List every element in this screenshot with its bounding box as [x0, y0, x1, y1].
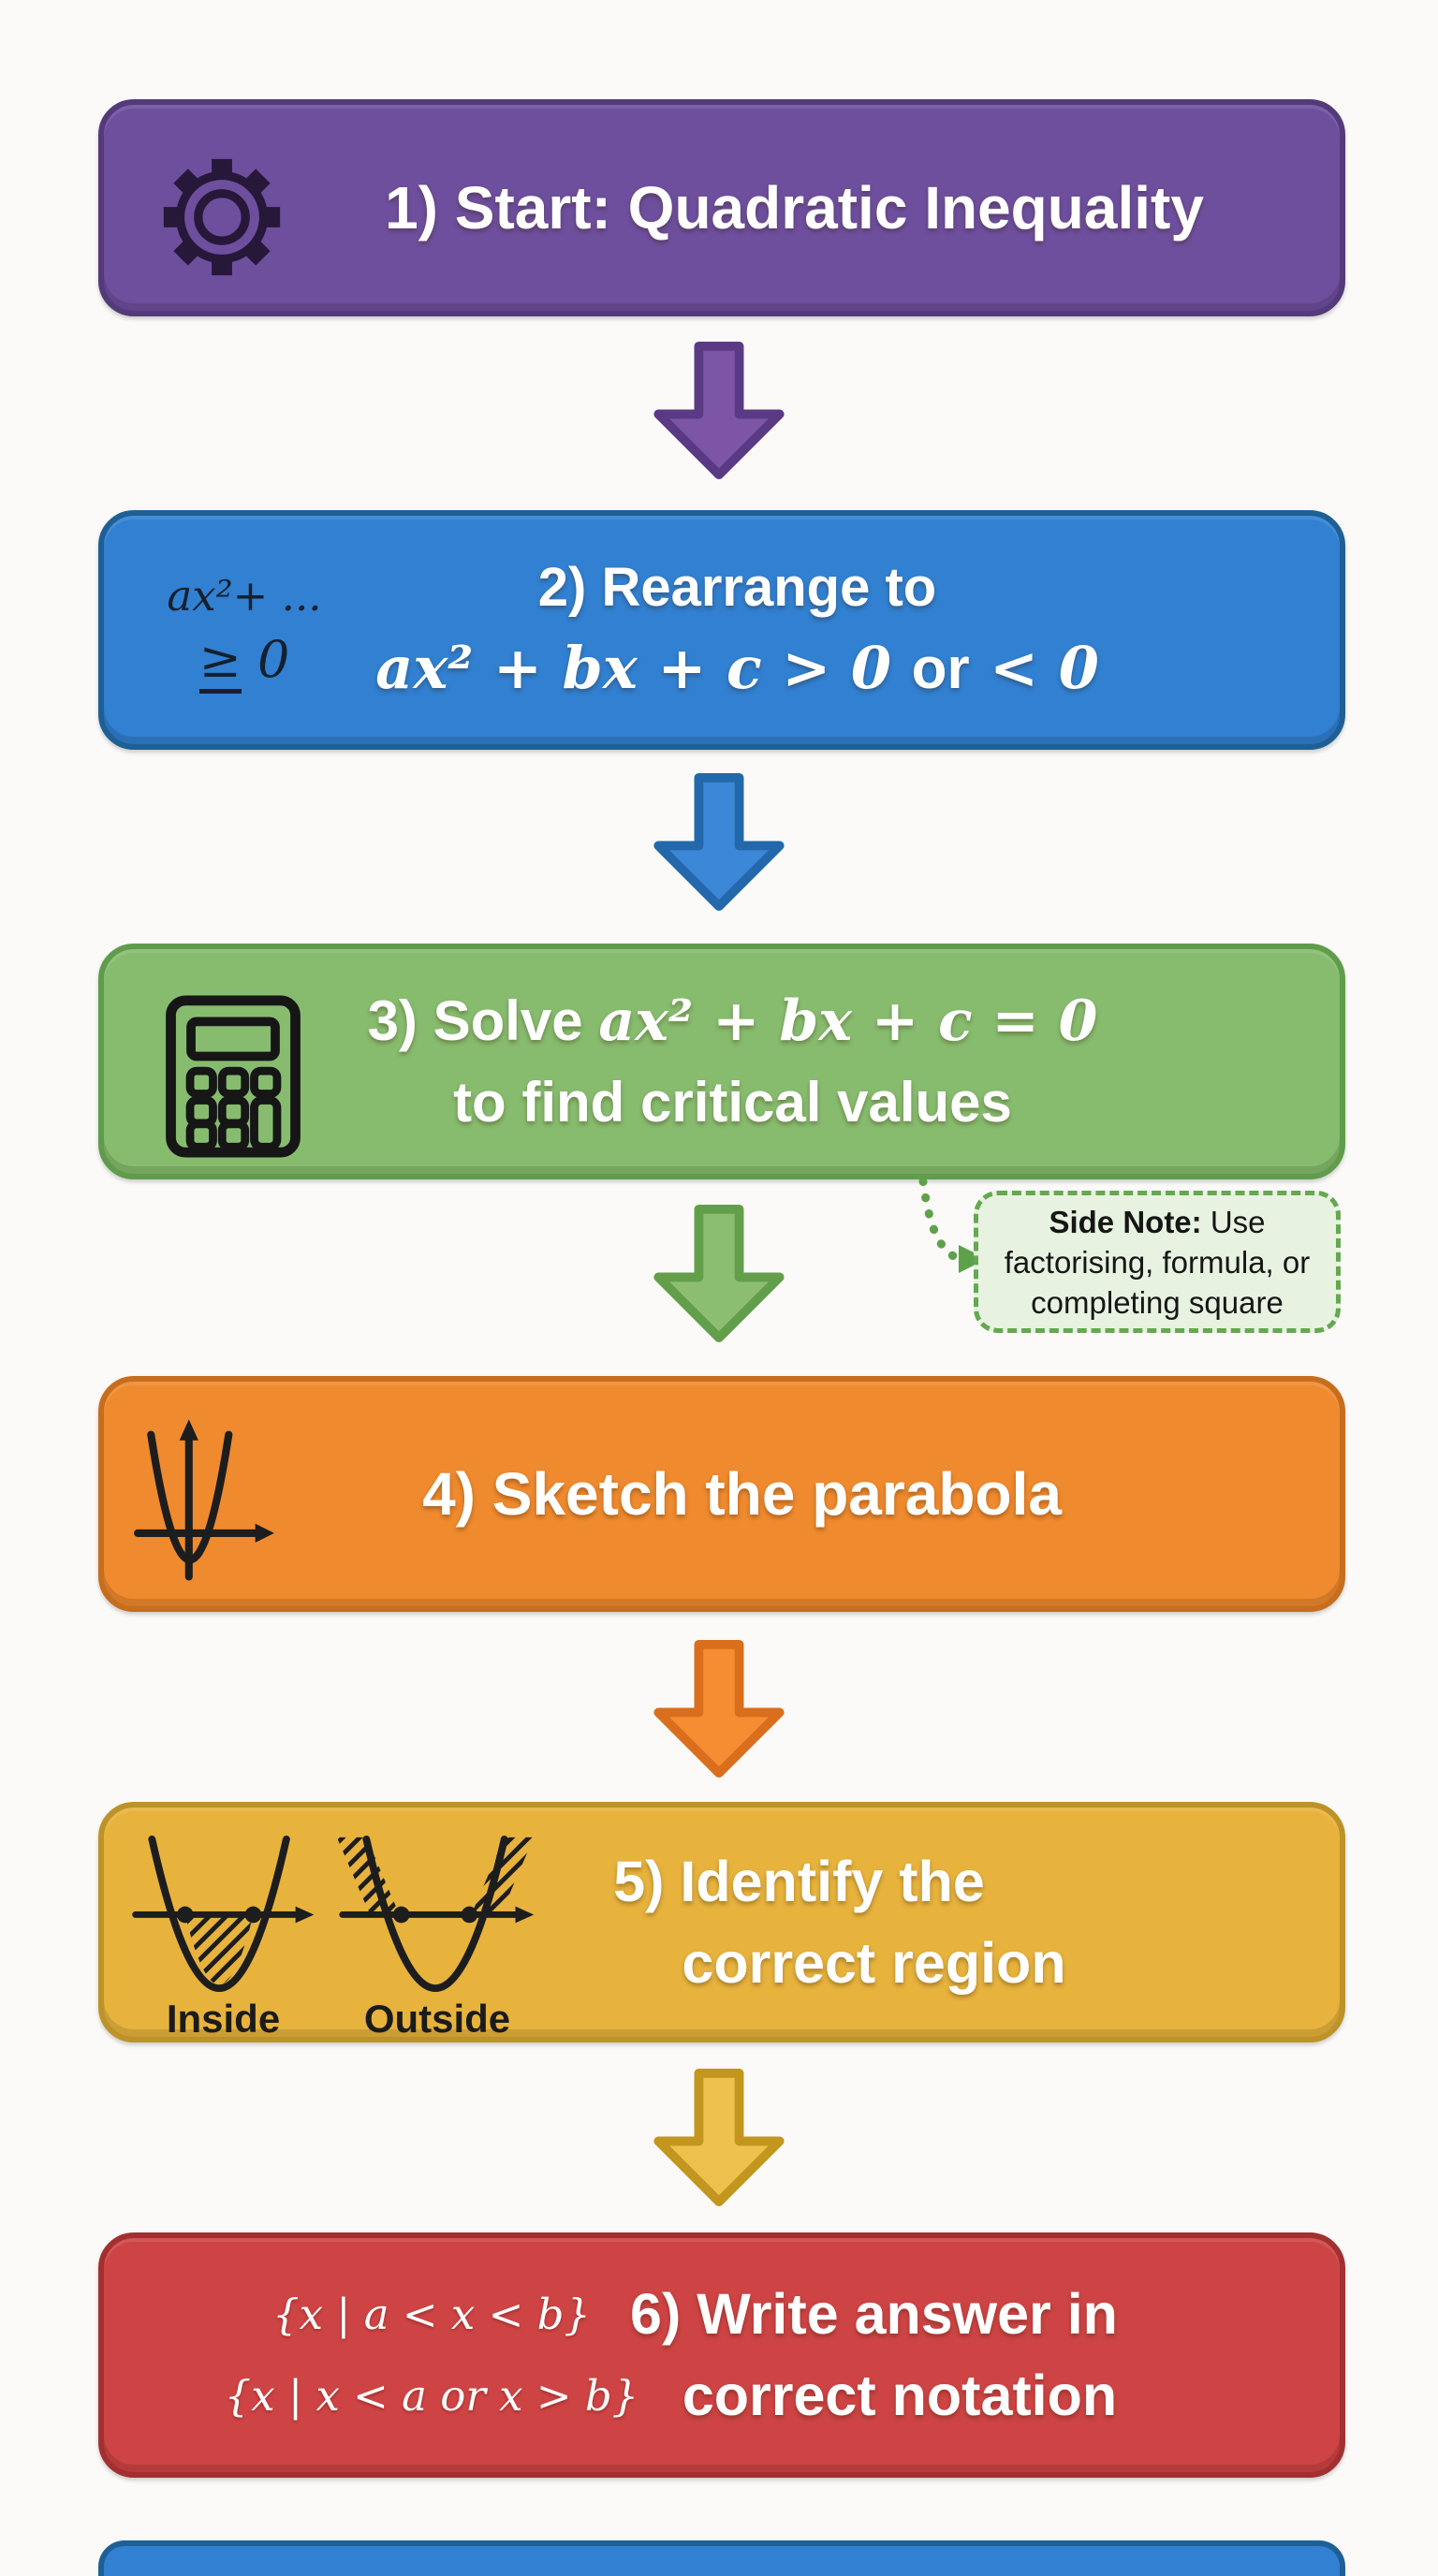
step6-title-line2: correct notation	[682, 2364, 1118, 2427]
step5-title-line1: 5) Identify the	[613, 1849, 985, 1913]
down-arrow-green-icon	[653, 1204, 785, 1343]
cutoff-next-box	[98, 2540, 1345, 2576]
step5-box: Inside Outside 5) Identify the	[98, 1802, 1345, 2042]
step4-title-text: 4) Sketch the parabola	[422, 1459, 1062, 1528]
step6-notation-examples: {x | a < x < b} {x | x < a or x > b}	[198, 2238, 666, 2472]
step5-title: 5) Identify the correct region	[104, 1808, 1340, 2037]
step2-title-line1: 2) Rearrange to	[537, 557, 937, 619]
inside-label: Inside	[166, 1997, 281, 2041]
outside-figure: Outside	[329, 1834, 546, 2042]
down-arrow-purple-icon	[653, 341, 785, 480]
step6-notation-line2: {x | x < a or x > b}	[224, 2371, 639, 2421]
step4-box: 4) Sketch the parabola	[98, 1376, 1345, 1612]
side-note-line2: factorising, formula, or	[1004, 1244, 1311, 1280]
step3-title-line1: 3) Solve ax² + bx + c = 0	[367, 988, 1098, 1055]
step3-box: 3) Solve ax² + bx + c = 0 to find critic…	[98, 944, 1345, 1179]
step2-example-line1: ax²+ ...	[167, 571, 322, 621]
outside-parabola-icon	[337, 1835, 535, 1992]
step3-title-line2: to find critical values	[453, 1070, 1012, 1134]
step6-notation-line1: {x | a < x < b}	[271, 2290, 592, 2339]
step2-title: 2) Rearrange to ax² + bx + c > 0 or < 0	[104, 516, 1340, 744]
step6-box: {x | a < x < b} {x | x < a or x > b} 6) …	[98, 2232, 1345, 2478]
step6-title-line1: 6) Write answer in	[630, 2282, 1118, 2347]
step1-box: 1) Start: Quadratic Inequality	[98, 99, 1345, 316]
step1-title-text: 1) Start: Quadratic Inequality	[385, 173, 1204, 242]
gear-icon	[163, 158, 281, 276]
inside-parabola-icon	[131, 1835, 314, 1992]
step6-title: 6) Write answer in correct notation	[104, 2238, 1340, 2472]
step2-example-line2: ≥ 0	[198, 630, 289, 694]
step1-title: 1) Start: Quadratic Inequality	[104, 105, 1340, 311]
down-arrow-orange-icon	[653, 1639, 785, 1778]
side-note-line1: Side Note: Use	[1049, 1204, 1266, 1239]
side-note-line3: completing square	[1031, 1284, 1284, 1320]
region-figures: Inside Outside	[115, 1834, 555, 2041]
step3-title: 3) Solve ax² + bx + c = 0 to find critic…	[104, 949, 1340, 1174]
parabola-icon	[134, 1419, 274, 1581]
step4-title: 4) Sketch the parabola	[104, 1382, 1340, 1606]
step2-title-line2: ax² + bx + c > 0 or < 0	[375, 633, 1099, 702]
step2-box: ax²+ ... ≥ 0 2) Rearrange to ax² + bx + …	[98, 510, 1345, 750]
down-arrow-blue-icon	[653, 772, 785, 912]
step2-inequality-example: ax²+ ... ≥ 0	[113, 516, 375, 744]
inside-figure: Inside	[123, 1834, 324, 2042]
step5-title-line2: correct region	[682, 1930, 1066, 1995]
side-note: Side Note: Use factorising, formula, or …	[974, 1191, 1341, 1333]
calculator-icon	[166, 995, 301, 1158]
down-arrow-yellow-icon	[653, 2068, 785, 2207]
outside-label: Outside	[363, 1997, 511, 2041]
side-note-connector-icon	[918, 1177, 987, 1273]
